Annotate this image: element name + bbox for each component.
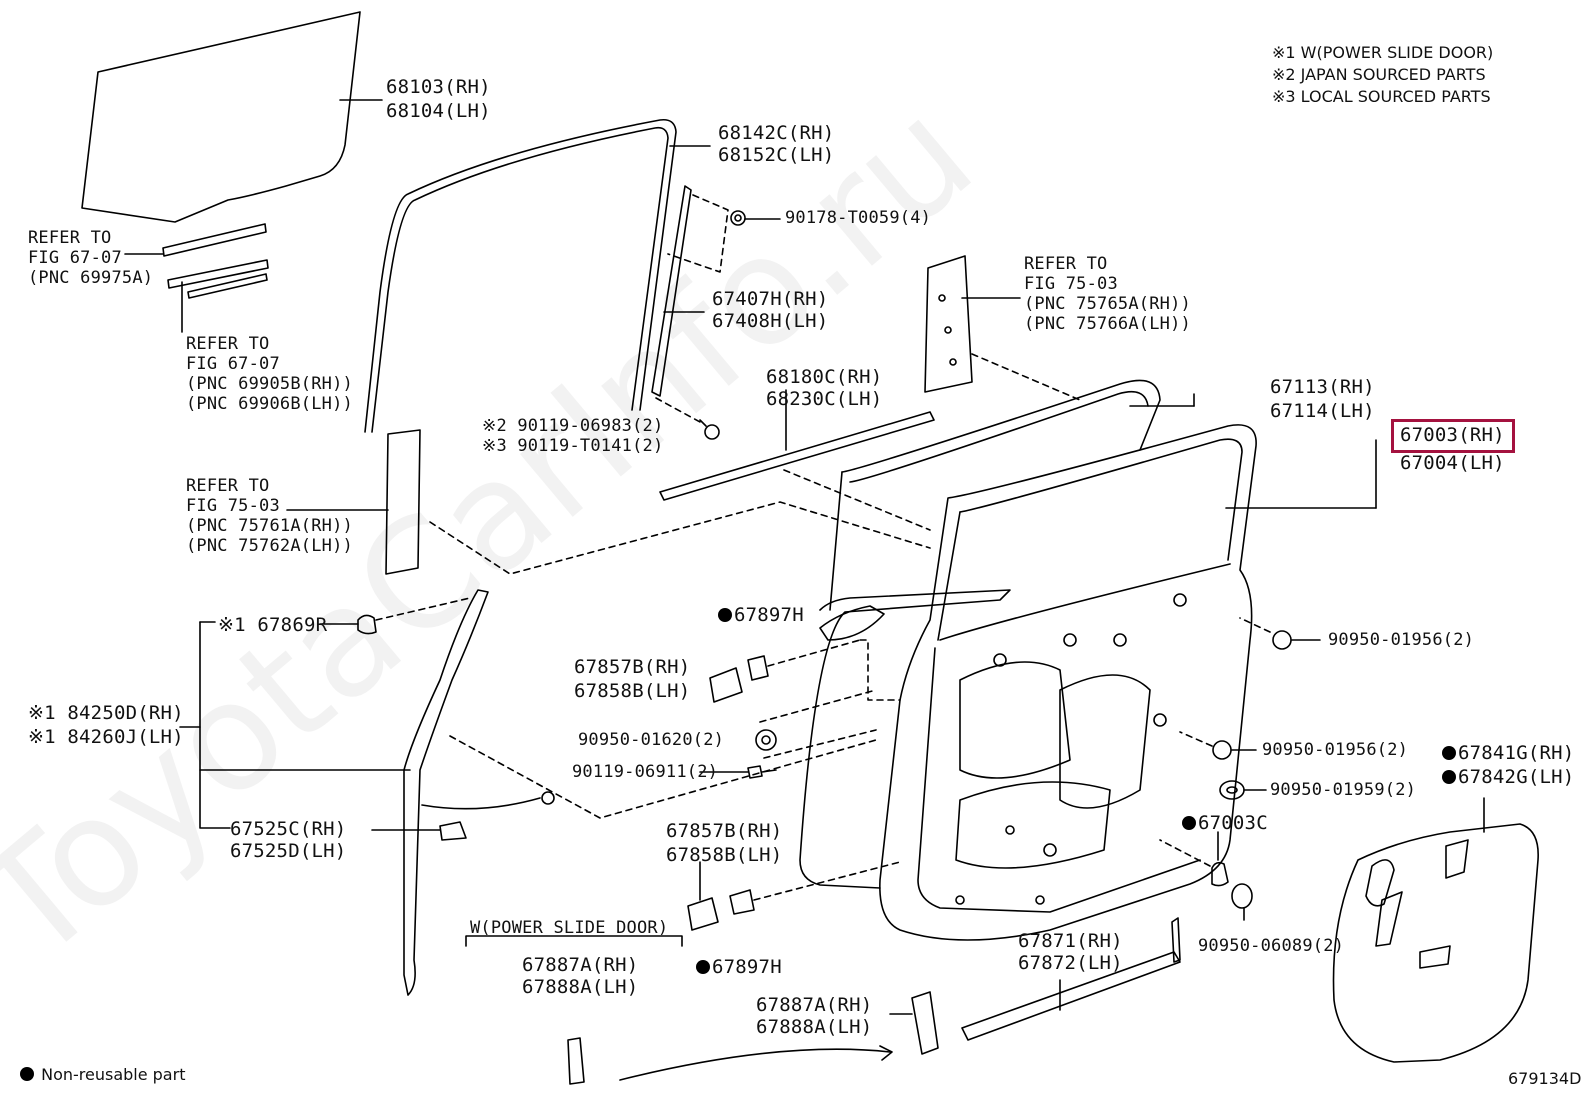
label-moulding-lh[interactable]: 67872(LH) xyxy=(1018,952,1123,974)
label-plug-1956b[interactable]: 90950-01956(2) xyxy=(1262,740,1409,760)
door-glass xyxy=(81,11,361,223)
non-reusable-dot-icon xyxy=(1442,770,1456,784)
pillar-trim-upper xyxy=(924,255,973,393)
note-3: ※3 LOCAL SOURCED PARTS xyxy=(1272,87,1491,106)
non-reusable-dot-icon xyxy=(1442,746,1456,760)
label-guard2-rh[interactable]: 67887A(RH) xyxy=(756,994,873,1016)
label-channel-rh[interactable]: 67407H(RH) xyxy=(712,288,829,310)
label-hole-plug[interactable]: 67003C xyxy=(1182,812,1268,834)
plug-lower xyxy=(729,889,755,915)
hole-plug xyxy=(1211,861,1229,887)
label-clip[interactable]: 90178-T0059(4) xyxy=(785,208,932,228)
note-2: ※2 JAPAN SOURCED PARTS xyxy=(1272,65,1486,84)
label-run-lh[interactable]: 68152C(LH) xyxy=(718,144,835,166)
label-seal-rh[interactable]: 67525C(RH) xyxy=(230,818,347,840)
label-plug-6089[interactable]: 90950-06089(2) xyxy=(1198,936,1345,956)
label-plug-top[interactable]: 67897H xyxy=(718,604,804,626)
pillar-trim-lower xyxy=(385,429,421,575)
label-cable-lh[interactable]: ※1 84260J(LH) xyxy=(28,726,184,748)
refer-c-line3: (PNC 75765A(RH)) xyxy=(1024,294,1191,314)
label-glass-rh[interactable]: 68103(RH) xyxy=(386,76,491,98)
refer-a-line2[interactable]: FIG 67-07 xyxy=(28,248,122,268)
door-trim-pad xyxy=(1332,823,1539,1063)
label-stopper[interactable]: ※1 67869R xyxy=(218,614,328,636)
access-cover-lower xyxy=(687,897,719,931)
belt-strip-a xyxy=(162,223,267,257)
label-pad-rh[interactable]: 67841G(RH) xyxy=(1442,742,1574,764)
door-outer-skin xyxy=(799,589,1011,889)
label-cable-rh[interactable]: ※1 84250D(RH) xyxy=(28,702,184,724)
plug-1956b xyxy=(1212,740,1232,760)
label-seal-lh[interactable]: 67525D(LH) xyxy=(230,840,347,862)
highlight-box xyxy=(1391,419,1515,453)
label-guard2-lh[interactable]: 67888A(LH) xyxy=(756,1016,873,1038)
label-panel-lh[interactable]: 67004(LH) xyxy=(1400,452,1505,474)
belt-strip-b xyxy=(167,259,269,289)
label-guard-lh[interactable]: 67888A(LH) xyxy=(522,976,639,998)
label-bolt-local[interactable]: ※3 90119-T0141(2) xyxy=(482,436,664,456)
figure-id: 679134D xyxy=(1508,1069,1582,1088)
refer-c-line1: REFER TO xyxy=(1024,254,1108,274)
label-bolt-japan[interactable]: ※2 90119-06983(2) xyxy=(482,416,664,436)
label-pad-lh[interactable]: 67842G(LH) xyxy=(1442,766,1574,788)
label-weather-rh[interactable]: 68180C(RH) xyxy=(766,366,883,388)
note-1: ※1 W(POWER SLIDE DOOR) xyxy=(1272,43,1494,62)
label-plug-1620[interactable]: 90950-01620(2) xyxy=(578,730,725,750)
label-weather-lh[interactable]: 68230C(LH) xyxy=(766,388,883,410)
rear-channel xyxy=(651,185,692,397)
label-power-note: W(POWER SLIDE DOOR) xyxy=(470,918,669,938)
label-cover-rh[interactable]: 67857B(RH) xyxy=(574,656,691,678)
plug-upper xyxy=(747,655,769,681)
refer-b-line1: REFER TO xyxy=(186,334,270,354)
non-reusable-dot-icon xyxy=(20,1067,34,1081)
label-plug-1959[interactable]: 90950-01959(2) xyxy=(1270,780,1417,800)
plug-1956a xyxy=(1272,630,1292,650)
power-cable xyxy=(403,589,489,996)
label-plug-bottom[interactable]: 67897H xyxy=(696,956,782,978)
refer-c-line4: (PNC 75766A(LH)) xyxy=(1024,314,1191,334)
non-reusable-dot-icon xyxy=(696,960,710,974)
label-frame-lh[interactable]: 67114(LH) xyxy=(1270,400,1375,422)
refer-b-line2[interactable]: FIG 67-07 xyxy=(186,354,280,374)
door-panel xyxy=(879,424,1257,941)
refer-b-line3: (PNC 69905B(RH)) xyxy=(186,374,353,394)
non-reusable-dot-icon xyxy=(718,608,732,622)
stopper-part xyxy=(357,614,377,635)
label-cover2-lh[interactable]: 67858B(LH) xyxy=(666,844,783,866)
refer-c-line2[interactable]: FIG 75-03 xyxy=(1024,274,1118,294)
rocker-moulding xyxy=(961,951,1181,1041)
label-cover-lh[interactable]: 67858B(LH) xyxy=(574,680,691,702)
label-run-rh[interactable]: 68142C(RH) xyxy=(718,122,835,144)
plug-1959 xyxy=(1219,780,1245,800)
refer-d-line3: (PNC 75761A(RH)) xyxy=(186,516,353,536)
refer-a-line3: (PNC 69975A) xyxy=(28,268,154,288)
legend: Non-reusable part xyxy=(20,1064,185,1086)
refer-d-line2[interactable]: FIG 75-03 xyxy=(186,496,280,516)
refer-a-line1: REFER TO xyxy=(28,228,112,248)
label-panel-rh[interactable]: 67003(RH) xyxy=(1400,424,1505,446)
glass-run xyxy=(364,118,677,433)
label-plug-1956a[interactable]: 90950-01956(2) xyxy=(1328,630,1475,650)
lower-guard xyxy=(911,991,939,1055)
door-frame xyxy=(841,379,1161,473)
belt-weatherstrip xyxy=(659,411,935,501)
label-screw-6911[interactable]: 90119-06911(2) xyxy=(572,762,719,782)
label-glass-lh[interactable]: 68104(LH) xyxy=(386,100,491,122)
label-guard-rh[interactable]: 67887A(RH) xyxy=(522,954,639,976)
non-reusable-dot-icon xyxy=(1182,816,1196,830)
label-moulding-rh[interactable]: 67871(RH) xyxy=(1018,930,1123,952)
access-cover-upper xyxy=(709,667,743,703)
refer-b-line4: (PNC 69906B(LH)) xyxy=(186,394,353,414)
refer-d-line1: REFER TO xyxy=(186,476,270,496)
label-frame-rh[interactable]: 67113(RH) xyxy=(1270,376,1375,398)
label-channel-lh[interactable]: 67408H(LH) xyxy=(712,310,829,332)
label-cover2-rh[interactable]: 67857B(RH) xyxy=(666,820,783,842)
refer-d-line4: (PNC 75762A(LH)) xyxy=(186,536,353,556)
